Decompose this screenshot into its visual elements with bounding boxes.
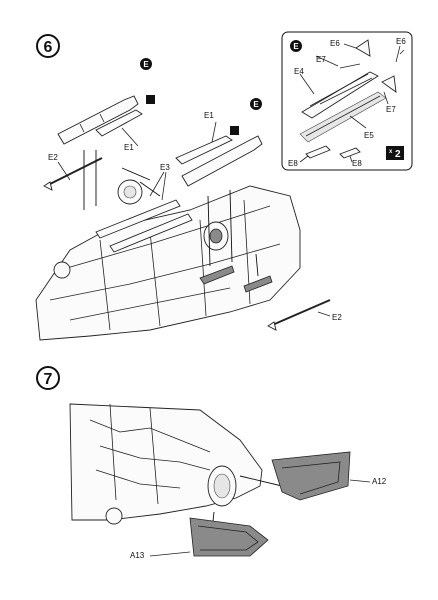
label-a13: A13 (130, 551, 145, 560)
bomb-e1-left (57, 95, 139, 145)
bomb-e1-right (181, 135, 263, 187)
pad-e8-right (339, 147, 361, 159)
step-6-number: 6 (36, 34, 60, 58)
fin-e7-right (381, 75, 397, 93)
aircraft-wing-step6 (35, 179, 301, 341)
step-7-number: 7 (36, 366, 60, 390)
inset-label-e8-a: E8 (288, 159, 298, 168)
inset-marker-icon (290, 40, 302, 52)
label-e1-right: E1 (204, 111, 214, 120)
inset-subassembly: E E6 E6 E7 E4 E7 E5 E8 E8 (281, 31, 413, 171)
svg-text:x: x (389, 149, 393, 155)
label-e1-left: E1 (124, 143, 134, 152)
step-6-label: 6 (44, 39, 53, 56)
munitions-step6 (43, 95, 331, 331)
svg-text:E: E (253, 100, 259, 109)
inset-label-e7-b: E7 (386, 105, 396, 114)
label-e3: E3 (160, 163, 170, 172)
part-a12: A12 (271, 451, 387, 501)
marker-e-right-icon (250, 98, 262, 110)
inset-label-e6-b: E6 (396, 37, 406, 46)
decal-icon-right (230, 126, 239, 135)
step-7-label: 7 (44, 371, 53, 388)
svg-text:E: E (293, 42, 299, 51)
multiplier-badge (386, 146, 404, 160)
aircraft-rear-step7 (69, 403, 283, 531)
label-e2-right: E2 (332, 313, 342, 322)
fin-e6-left (355, 39, 371, 57)
inset-label-e7-a: E7 (316, 55, 326, 64)
label-a12: A12 (372, 477, 387, 486)
decal-icon-left (146, 95, 155, 104)
svg-text:E: E (143, 60, 149, 69)
marker-e-top-icon (140, 58, 152, 70)
part-a13: A13 (130, 517, 269, 560)
inset-label-e8-b: E8 (352, 159, 362, 168)
step-7: 7 A12 A13 (36, 366, 387, 560)
label-e2-left: E2 (48, 153, 58, 162)
pad-e8-left (305, 145, 331, 159)
inset-label-e4: E4 (294, 67, 304, 76)
inset-label-e6-a: E6 (330, 39, 340, 48)
inset-label-e5: E5 (364, 131, 374, 140)
rack-e3 (95, 199, 181, 239)
svg-text:2: 2 (395, 149, 401, 160)
step-6: 6 E E6 E6 E7 E4 E7 (35, 31, 413, 341)
